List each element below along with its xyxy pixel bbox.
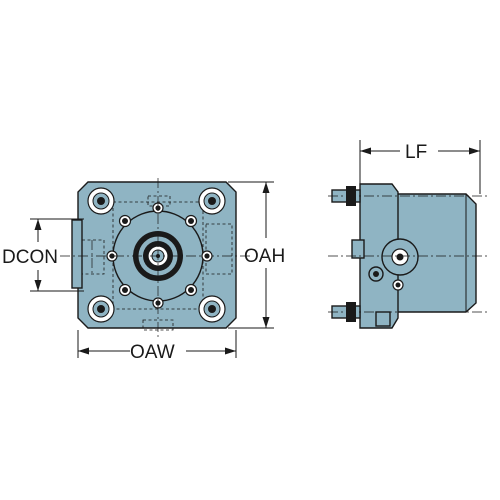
front-view-hidden-top-slot: [147, 195, 171, 207]
corner-hole-top-left: [87, 187, 115, 215]
corner-hole-top-right: [198, 187, 226, 215]
lf-dimension: [359, 140, 481, 194]
front-view-hidden-left-slot: [81, 239, 105, 275]
oah-dimension: [228, 181, 274, 329]
flange-bolts: [106, 202, 198, 309]
side-view: [328, 183, 490, 329]
front-view: [60, 178, 250, 338]
lf-label: LF: [405, 142, 427, 163]
front-view-hidden-right-slot: [205, 223, 233, 275]
dcon-dimension: [30, 218, 84, 292]
oaw-label: OAW: [130, 342, 175, 363]
oaw-dimension: [77, 330, 237, 358]
oah-label: OAH: [244, 246, 285, 267]
front-view-side-clamp: [71, 219, 83, 289]
corner-hole-bottom-right: [198, 295, 226, 323]
dcon-label: DCON: [2, 247, 58, 268]
corner-hole-bottom-left: [87, 295, 115, 323]
